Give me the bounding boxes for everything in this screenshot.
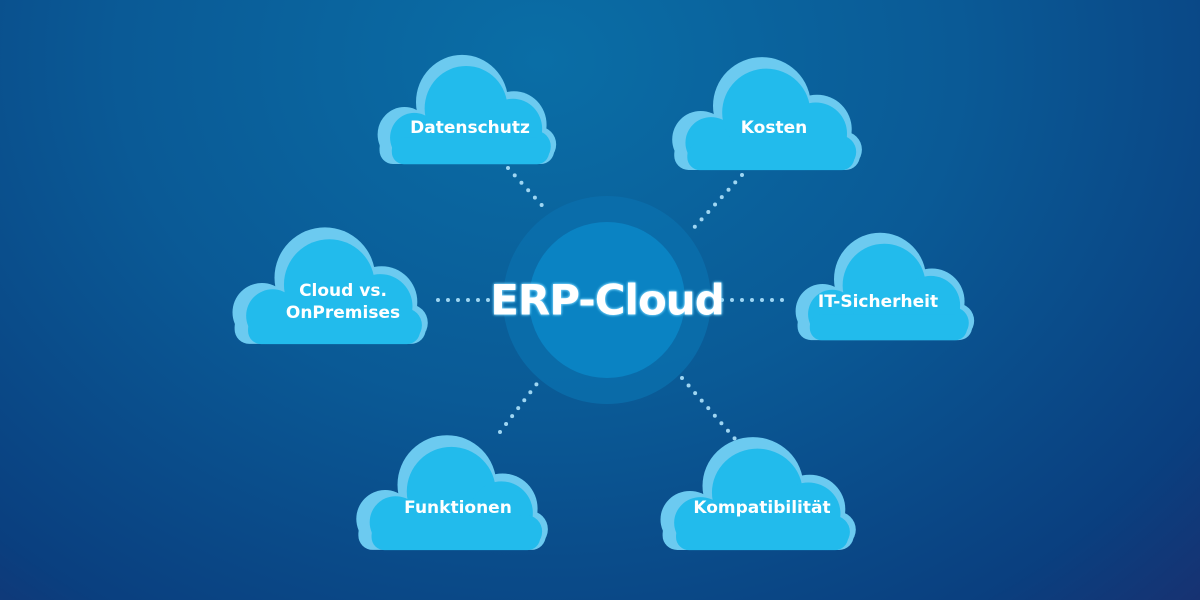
cloud-kompatibilitaet — [650, 430, 860, 552]
connector-kompatibilitaet — [680, 376, 738, 442]
topic-kosten: Kosten — [740, 118, 808, 138]
inner-circle — [529, 222, 685, 378]
topic-datenschutz: Datenschutz — [410, 118, 530, 138]
cloud-it-sicherheit — [786, 226, 978, 342]
topic-it-sicherheit: IT-Sicherheit — [817, 292, 939, 312]
center-title: ERP-Cloud — [490, 275, 725, 325]
topic-line-2: OnPremises — [285, 303, 401, 323]
topic-kompatibilitaet: Kompatibilität — [693, 498, 831, 518]
connector-datenschutz — [506, 166, 550, 214]
cloud-datenschutz — [368, 48, 560, 166]
cloud-kosten — [662, 50, 866, 172]
connector-kosten — [688, 173, 744, 234]
cloud-funktionen — [346, 428, 552, 552]
topic-line-1: Cloud vs. — [299, 281, 387, 301]
connector-funktionen — [498, 375, 544, 434]
topic-cloud-vs-onpremises: Cloud vs. OnPremises — [286, 280, 400, 324]
topic-funktionen: Funktionen — [404, 498, 512, 518]
